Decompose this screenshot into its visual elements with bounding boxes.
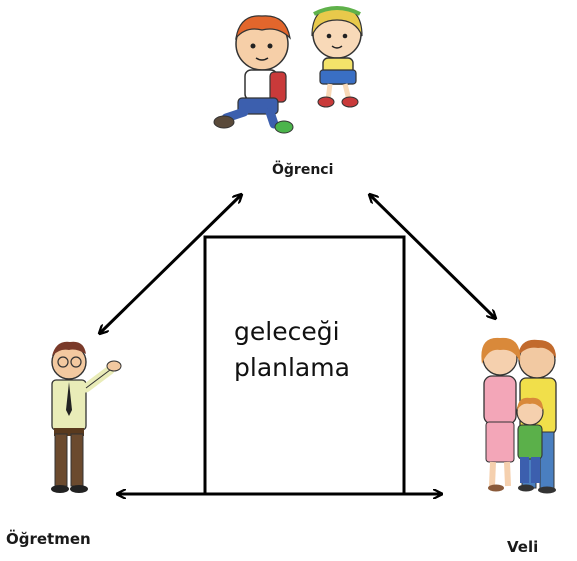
children-icon bbox=[213, 6, 363, 134]
center-text-line-1: geleceği bbox=[234, 317, 340, 346]
student-label: Öğrenci bbox=[272, 162, 334, 178]
teacher-icon bbox=[51, 341, 122, 493]
arrow-student-parent bbox=[370, 195, 495, 318]
teacher-label: Öğretmen bbox=[6, 530, 91, 548]
arrow-student-teacher bbox=[100, 195, 241, 333]
parent-label: Veli bbox=[507, 538, 539, 556]
center-text: geleceği planlama bbox=[234, 314, 384, 386]
family-icon bbox=[481, 337, 557, 494]
center-text-line-2: planlama bbox=[234, 353, 350, 382]
